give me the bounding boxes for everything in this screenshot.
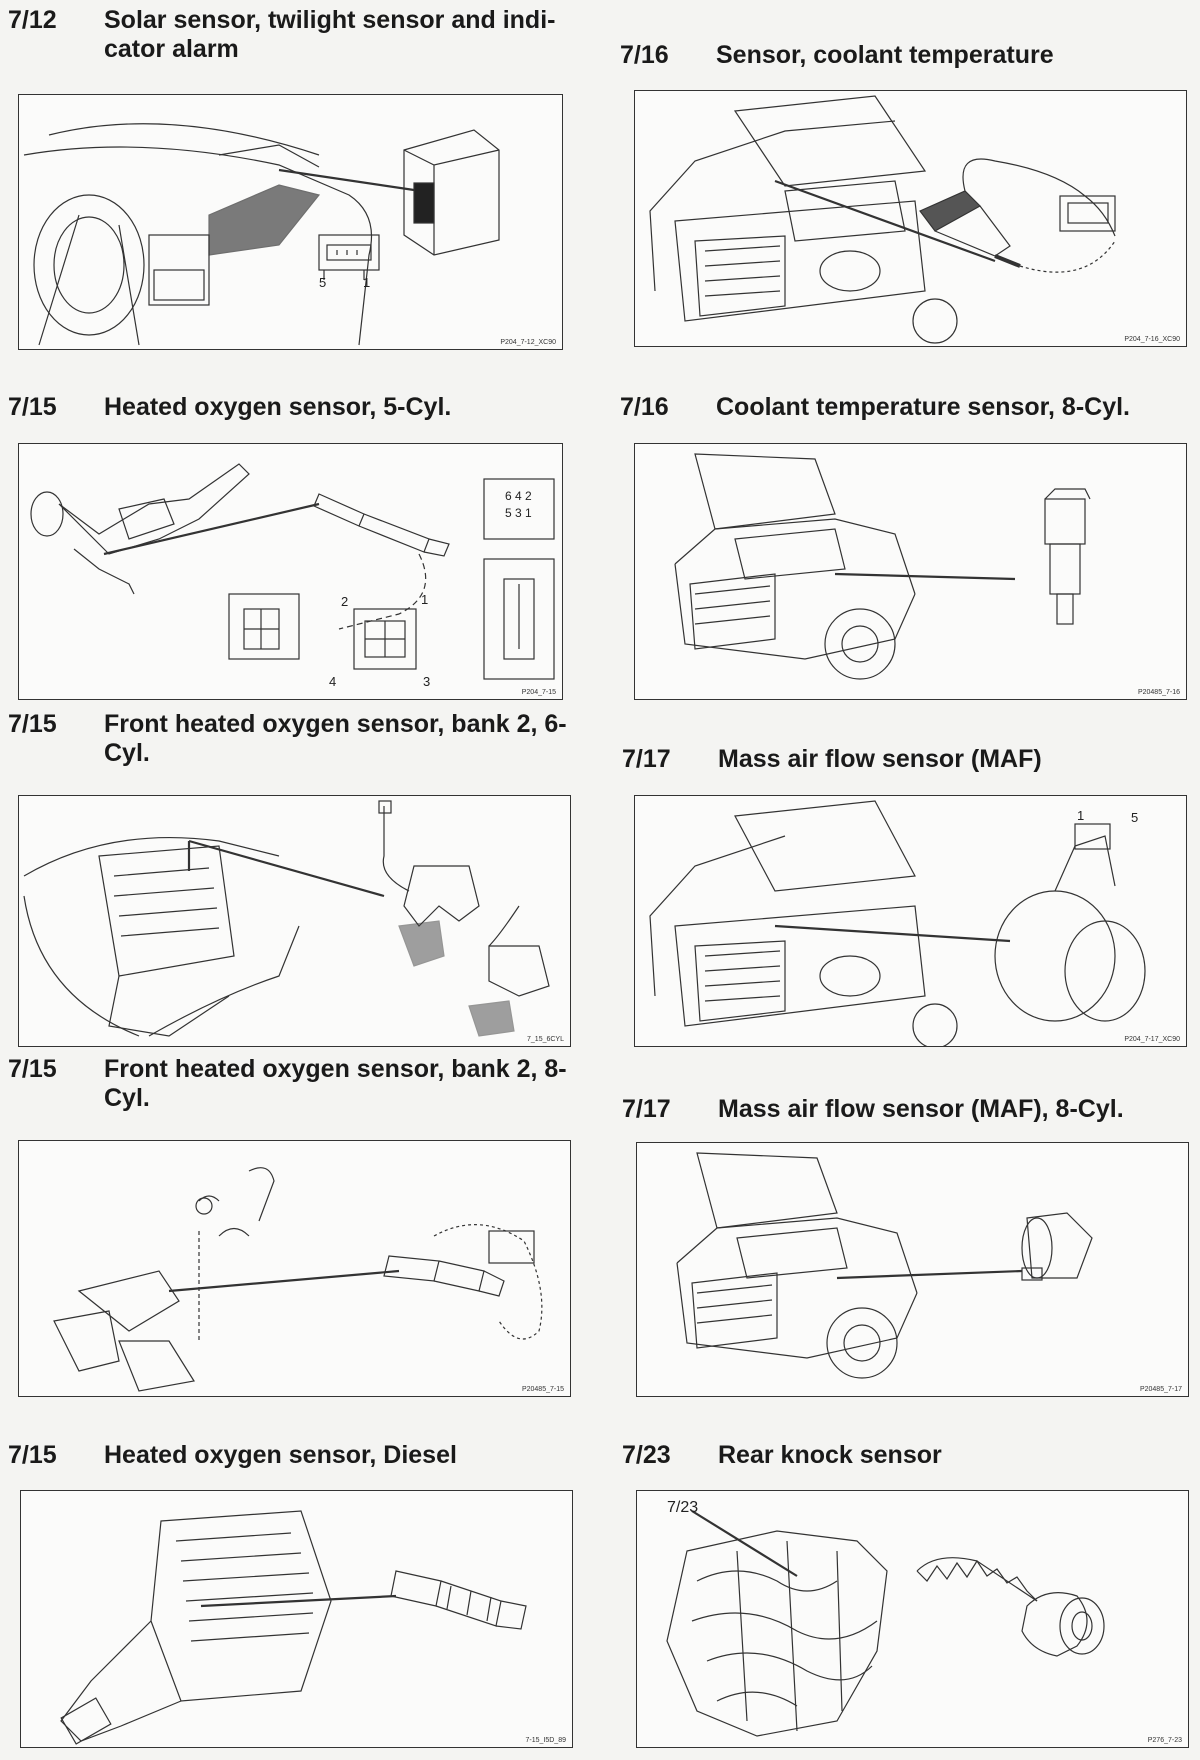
- pin-label: 5: [1131, 810, 1139, 825]
- figure-reference: P204_7-12_XC90: [500, 339, 556, 346]
- section-heading: 7/12 Solar sensor, twilight sensor and i…: [8, 6, 578, 64]
- section-heading: 7/16 Sensor, coolant temperature: [620, 41, 1190, 70]
- figure-reference: P276_7-23: [1147, 1737, 1182, 1744]
- section-heading: 7/16 Coolant temperature sensor, 8-Cyl.: [620, 393, 1190, 422]
- pin-label: 3: [423, 674, 431, 689]
- figure-reference: P20485_7-15: [521, 1386, 564, 1393]
- figure-coolant-sensor: P204_7-16_XC90: [634, 90, 1187, 347]
- section-code: 7/15: [8, 710, 57, 738]
- figure-oxygen-sensor-6cyl: 7_15_6CYL: [18, 795, 571, 1047]
- pin-label: 1: [1077, 808, 1085, 823]
- section-code: 7/23: [622, 1441, 671, 1469]
- connector-pin-row: 6 4 2: [505, 489, 532, 503]
- figure-reference: P204_7-15: [521, 689, 556, 696]
- figure-reference: P204_7-17_XC90: [1124, 1036, 1180, 1043]
- section-code: 7/15: [8, 393, 57, 421]
- section-heading: 7/15 Heated oxygen sensor, Diesel: [8, 1441, 578, 1470]
- section-heading: 7/15 Front heated oxygen sensor, bank 2,…: [8, 710, 578, 768]
- figure-reference: 7-15_I5D_89: [525, 1737, 566, 1744]
- section-heading: 7/17 Mass air flow sensor (MAF): [622, 745, 1192, 774]
- section-heading: 7/15 Front heated oxygen sensor, bank 2,…: [8, 1055, 578, 1113]
- section-title: Solar sensor, twilight sensor and indi-c…: [104, 6, 556, 63]
- section-code: 7/17: [622, 745, 671, 773]
- section-title: Rear knock sensor: [718, 1441, 942, 1469]
- section-title: Mass air flow sensor (MAF), 8-Cyl.: [718, 1095, 1124, 1123]
- callout-label: 7/23: [667, 1499, 699, 1516]
- section-code: 7/17: [622, 1095, 671, 1123]
- figure-reference: P20485_7-17: [1139, 1386, 1182, 1393]
- pin-label: 5: [319, 275, 327, 290]
- figure-oxygen-sensor-diesel: 7-15_I5D_89: [20, 1490, 573, 1748]
- section-title: Front heated oxygen sensor, bank 2, 6-Cy…: [104, 710, 567, 767]
- section-title: Front heated oxygen sensor, bank 2, 8-Cy…: [104, 1055, 567, 1112]
- pin-label: 1: [363, 275, 371, 290]
- figure-rear-knock-sensor: 7/23 P276_7-23: [636, 1490, 1189, 1748]
- section-title: Sensor, coolant temperature: [716, 41, 1054, 69]
- figure-reference: 7_15_6CYL: [527, 1036, 564, 1043]
- figure-oxygen-sensor-8cyl: P20485_7-15: [18, 1140, 571, 1397]
- figure-maf-sensor-8cyl: P20485_7-17: [636, 1142, 1189, 1397]
- section-code: 7/16: [620, 41, 669, 69]
- section-heading: 7/15 Heated oxygen sensor, 5-Cyl.: [8, 393, 578, 422]
- figure-coolant-sensor-8cyl: P20485_7-16: [634, 443, 1187, 700]
- connector-pin-row: 5 3 1: [505, 506, 532, 520]
- section-code: 7/12: [8, 6, 57, 34]
- figure-oxygen-sensor-5cyl: 2 1 4 3 6 4 2 5 3 1 P204_7-15: [18, 443, 563, 700]
- figure-maf-sensor: 1 5 P204_7-17_XC90: [634, 795, 1187, 1047]
- section-heading: 7/23 Rear knock sensor: [622, 1441, 1192, 1470]
- section-title: Mass air flow sensor (MAF): [718, 745, 1042, 773]
- section-title: Heated oxygen sensor, Diesel: [104, 1441, 457, 1469]
- pin-label: 1: [421, 592, 429, 607]
- figure-dashboard-solar-sensor: 5 1 P204_7-12_XC90: [18, 94, 563, 350]
- figure-reference: P20485_7-16: [1137, 689, 1180, 696]
- section-title: Heated oxygen sensor, 5-Cyl.: [104, 393, 452, 421]
- figure-reference: P204_7-16_XC90: [1124, 336, 1180, 343]
- section-code: 7/15: [8, 1441, 57, 1469]
- pin-label: 4: [329, 674, 337, 689]
- section-heading: 7/17 Mass air flow sensor (MAF), 8-Cyl.: [622, 1095, 1192, 1124]
- section-code: 7/15: [8, 1055, 57, 1083]
- section-title: Coolant temperature sensor, 8-Cyl.: [716, 393, 1131, 421]
- section-code: 7/16: [620, 393, 669, 421]
- pin-label: 2: [341, 594, 349, 609]
